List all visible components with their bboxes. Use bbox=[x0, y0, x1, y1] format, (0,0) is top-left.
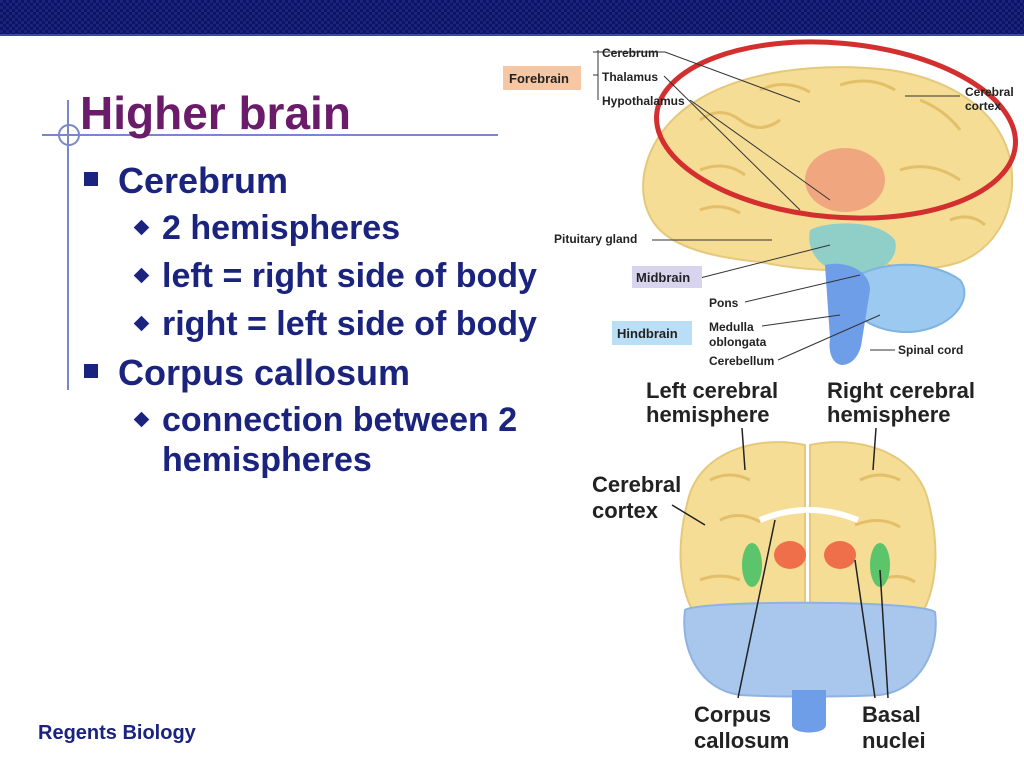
bullet-left-right: left = right side of body bbox=[80, 256, 542, 296]
banner-rule bbox=[0, 34, 1024, 36]
cerebellum-front-shape bbox=[683, 601, 937, 698]
midbrain-label: Midbrain bbox=[636, 270, 690, 285]
top-banner bbox=[0, 0, 1024, 34]
bullet-right-left: right = left side of body bbox=[80, 304, 542, 344]
hindbrain-label: Hindbrain bbox=[617, 326, 678, 341]
right-hemisphere-shape bbox=[809, 441, 937, 616]
pons-label: Pons bbox=[709, 296, 739, 310]
diamond-bullet-icon bbox=[133, 267, 150, 284]
left-hemisphere-label-1: Left cerebral bbox=[646, 378, 778, 403]
basal-nuclei-label-2: nuclei bbox=[862, 728, 926, 753]
corpus-callosum-shape bbox=[758, 507, 860, 523]
highlight-ellipse bbox=[654, 39, 1018, 221]
brain-coronal-diagram: Left cerebral hemisphere Right cerebral … bbox=[592, 378, 975, 753]
bullet-cerebrum: Cerebrum bbox=[80, 160, 640, 202]
leader-lines bbox=[593, 50, 960, 361]
brainstem-front-shape bbox=[792, 690, 826, 733]
basal-nuclei-label-1: Basal bbox=[862, 702, 921, 727]
diamond-bullet-icon bbox=[133, 315, 150, 332]
slide-title: Higher brain bbox=[80, 87, 351, 139]
hypothalamus-label: Hypothalamus bbox=[602, 94, 685, 108]
cerebral-cortex-label-2: cortex bbox=[965, 99, 1001, 113]
bullet-corpus-callosum: Corpus callosum bbox=[80, 352, 640, 394]
right-basal-shape bbox=[870, 543, 890, 587]
forebrain-label: Forebrain bbox=[509, 71, 569, 86]
bullet-connection: connection between 2 hemispheres bbox=[80, 400, 632, 480]
right-hemisphere-label-2: hemisphere bbox=[827, 402, 951, 427]
gyri-lines bbox=[699, 79, 986, 227]
thalamus-shape bbox=[805, 148, 885, 212]
cerebral-cortex-label-1: Cerebral bbox=[965, 85, 1014, 99]
hindbrain-tag bbox=[612, 321, 692, 345]
footer-label: Regents Biology bbox=[38, 722, 196, 744]
decor-crosshair-icon bbox=[58, 124, 80, 146]
left-hemisphere-shape bbox=[679, 441, 806, 616]
corpus-callosum-label-1: Corpus bbox=[694, 702, 771, 727]
diamond-bullet-icon bbox=[133, 219, 150, 236]
midbrain-tag bbox=[632, 266, 702, 288]
corpus-callosum-label-2: callosum bbox=[694, 728, 789, 753]
bullet-hemispheres: 2 hemispheres bbox=[80, 208, 640, 248]
brain-sagittal-diagram: Forebrain Cerebrum Thalamus Hypothalamus… bbox=[503, 39, 1018, 368]
square-bullet-icon bbox=[84, 172, 98, 186]
right-hemisphere-label-1: Right cerebral bbox=[827, 378, 975, 403]
decor-vertical-line bbox=[67, 100, 69, 390]
cortex-label-1: Cerebral bbox=[592, 472, 681, 497]
thalamus-label: Thalamus bbox=[602, 70, 658, 84]
right-thalamus-shape bbox=[824, 541, 856, 569]
bullet-list: Cerebrum 2 hemispheres left = right side… bbox=[80, 160, 640, 488]
brainstem-shape bbox=[825, 263, 870, 365]
cerebrum-label: Cerebrum bbox=[602, 46, 659, 60]
square-bullet-icon bbox=[84, 364, 98, 378]
spinal-cord-label: Spinal cord bbox=[898, 343, 963, 357]
leader-lines-front bbox=[671, 427, 889, 699]
cerebellum-label: Cerebellum bbox=[709, 354, 774, 368]
medulla-label-1: Medulla bbox=[709, 320, 754, 334]
left-hemisphere-label-2: hemisphere bbox=[646, 402, 770, 427]
cortex-label-2: cortex bbox=[592, 498, 659, 523]
decor-horizontal-line bbox=[42, 134, 498, 136]
forebrain-tag bbox=[503, 66, 581, 90]
cerebellum-shape bbox=[843, 263, 966, 334]
diamond-bullet-icon bbox=[133, 411, 150, 428]
pituitary-label: Pituitary gland bbox=[554, 232, 637, 246]
medulla-label-2: oblongata bbox=[709, 335, 767, 349]
midbrain-shape bbox=[809, 223, 896, 275]
left-basal-shape bbox=[742, 543, 762, 587]
gyri-lines-front bbox=[699, 473, 916, 584]
left-thalamus-shape bbox=[774, 541, 806, 569]
